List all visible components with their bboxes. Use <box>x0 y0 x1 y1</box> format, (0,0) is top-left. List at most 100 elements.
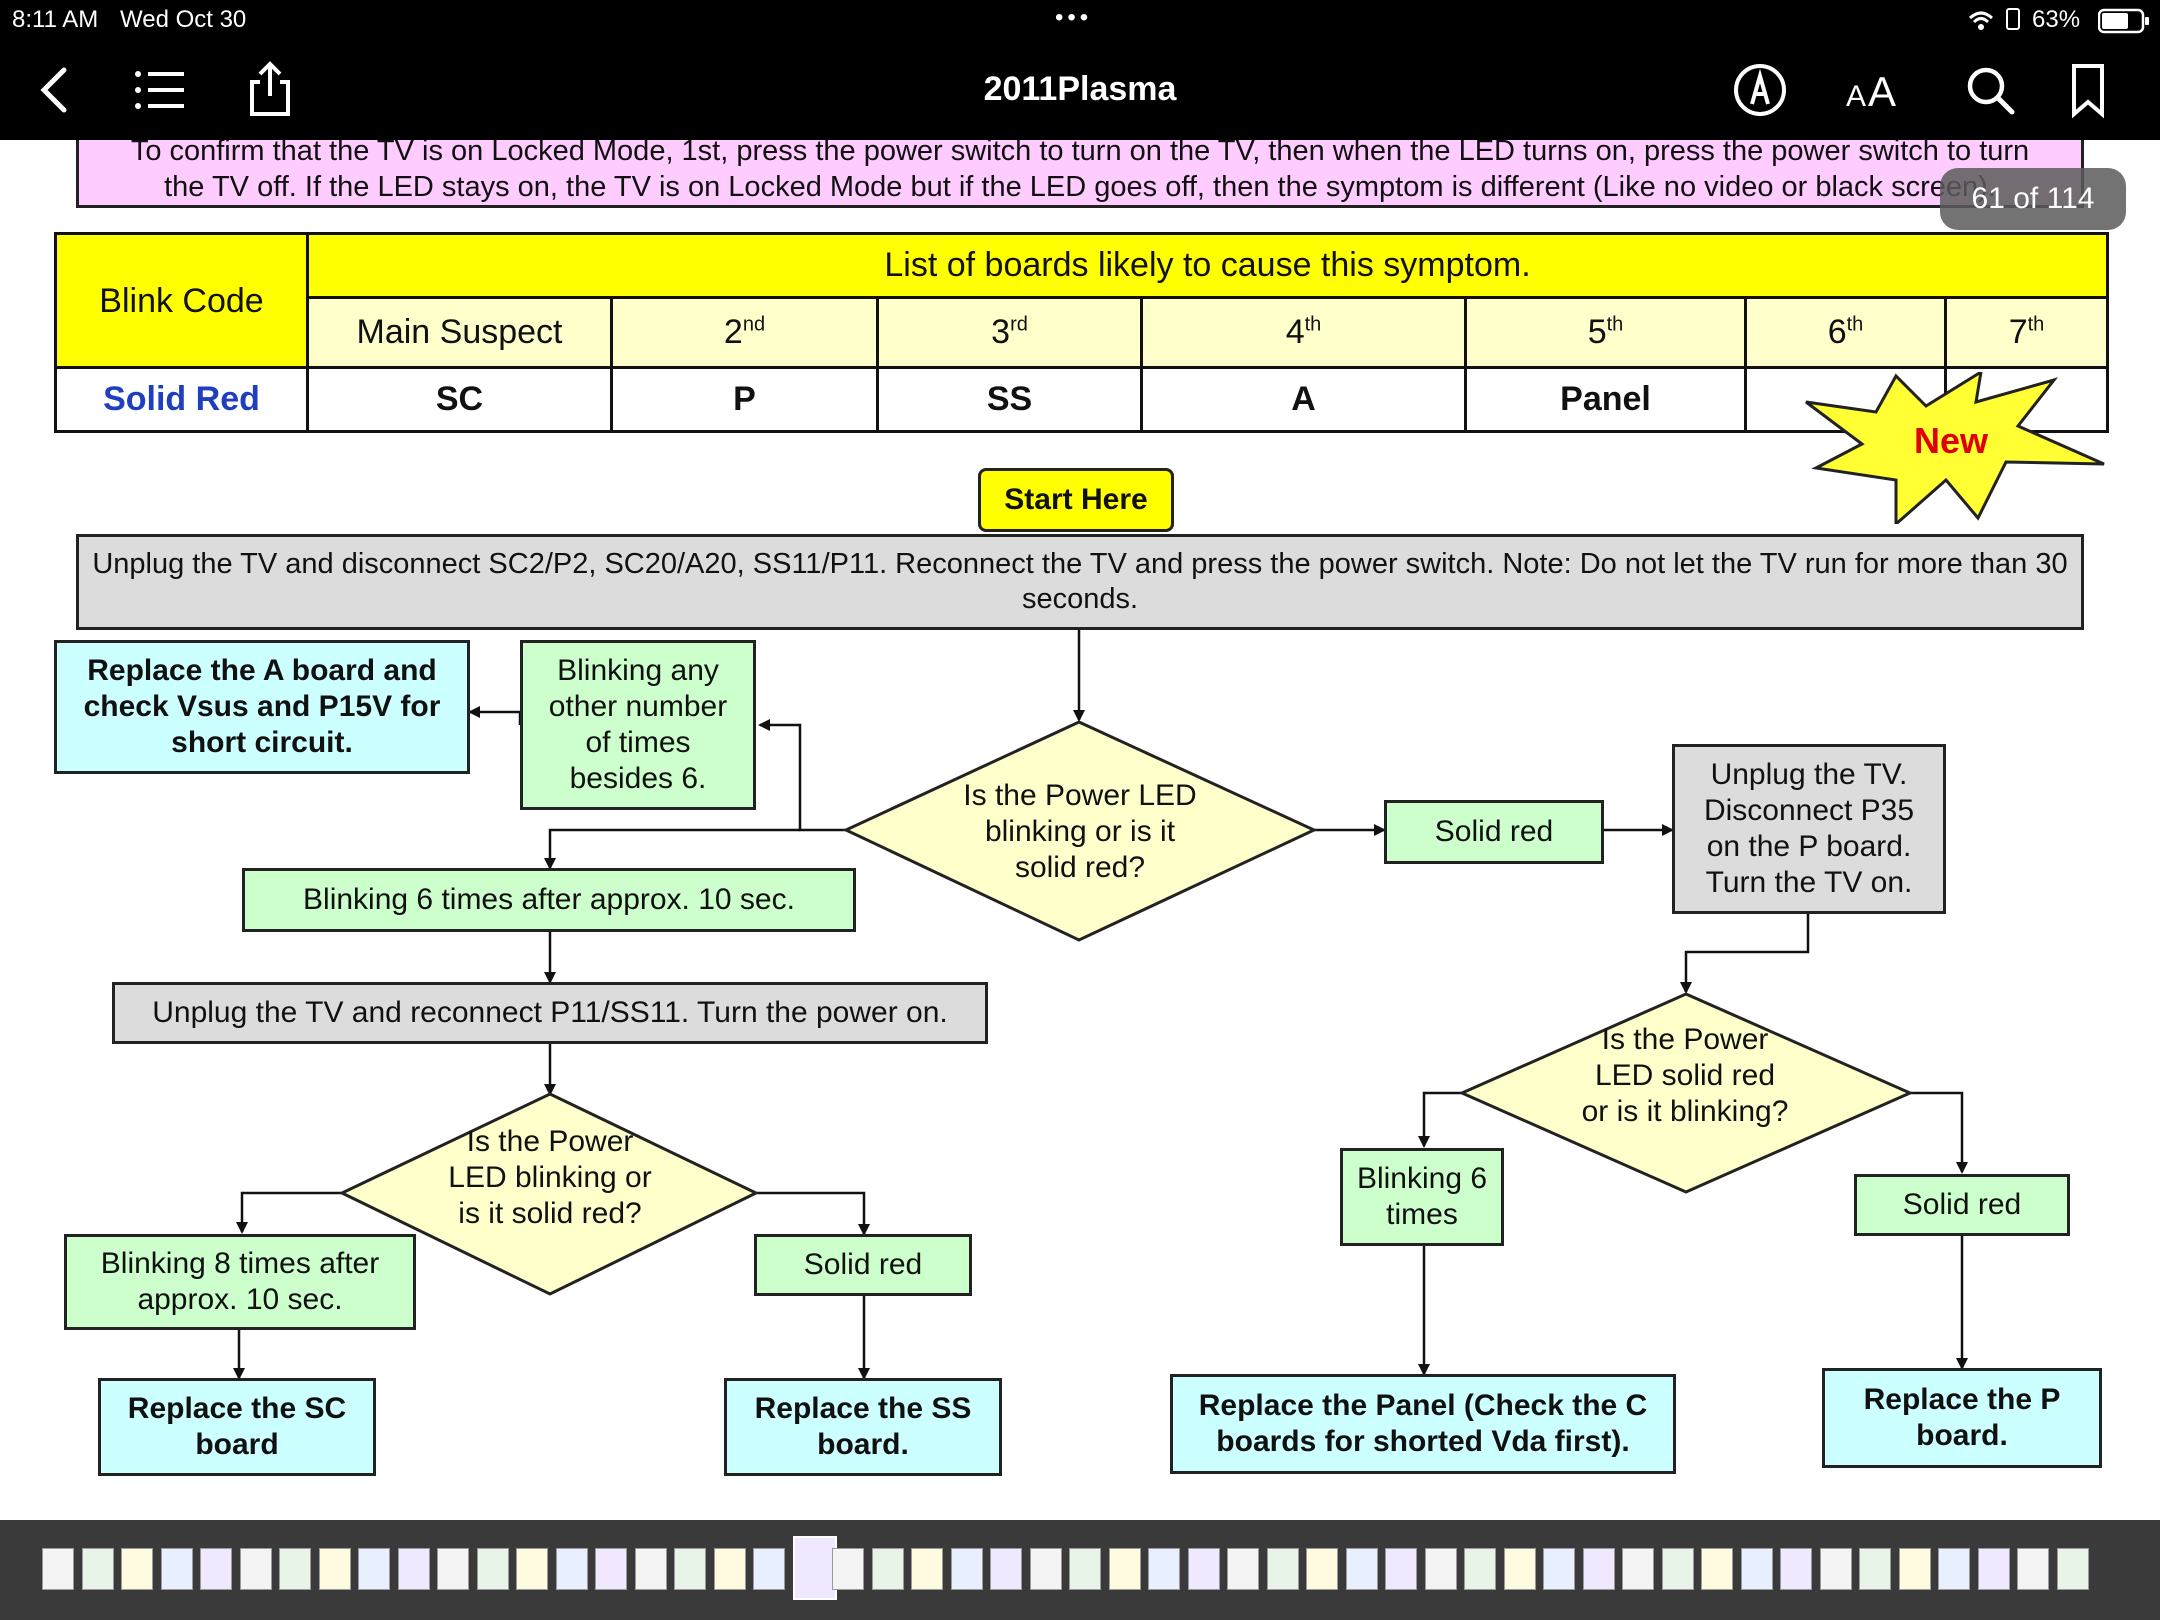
page-thumbnail[interactable] <box>1543 1548 1575 1590</box>
page-thumbnail[interactable] <box>1938 1548 1970 1590</box>
page-thumbnail[interactable] <box>240 1548 272 1590</box>
page-thumbnail[interactable] <box>1385 1548 1417 1590</box>
symptom-table: Blink Code List of boards likely to caus… <box>54 232 2110 433</box>
locked-mode-note-line2: the TV off. If the LED stays on, the TV … <box>164 171 1996 203</box>
multitask-dots-icon[interactable]: ••• <box>1055 4 1093 31</box>
svg-text:A: A <box>1846 80 1866 113</box>
page-thumbnail[interactable] <box>872 1548 904 1590</box>
page-thumbnail[interactable] <box>1109 1548 1141 1590</box>
status-date: Wed Oct 30 <box>120 6 247 33</box>
col-main-suspect: Main Suspect <box>306 296 613 369</box>
page-thumbnail[interactable] <box>1780 1548 1812 1590</box>
page-thumbnail[interactable] <box>1662 1548 1694 1590</box>
replace-a-board-box: Replace the A board and check Vsus and P… <box>54 640 470 774</box>
list-icon[interactable] <box>128 58 192 122</box>
page-thumbnail[interactable] <box>2017 1548 2049 1590</box>
page-thumbnail[interactable] <box>319 1548 351 1590</box>
page-thumbnail[interactable] <box>1227 1548 1259 1590</box>
step1-box: Unplug the TV and disconnect SC2/P2, SC2… <box>76 534 2084 630</box>
page-thumbnail[interactable] <box>1346 1548 1378 1590</box>
document-title: 2011Plasma <box>983 70 1177 108</box>
page-thumbnail[interactable] <box>1504 1548 1536 1590</box>
page-thumbnail[interactable] <box>714 1548 746 1590</box>
status-time: 8:11 AM <box>12 6 99 33</box>
page-thumbnail[interactable] <box>1425 1548 1457 1590</box>
page-thumbnail[interactable] <box>951 1548 983 1590</box>
start-here-label: Start Here <box>978 468 1174 532</box>
cell-2nd: P <box>610 366 879 433</box>
share-icon[interactable] <box>238 58 302 122</box>
col-4th: 4th <box>1140 296 1467 369</box>
solid-red-box-3: Solid red <box>1854 1174 2070 1236</box>
page-thumbnail[interactable] <box>516 1548 548 1590</box>
page-thumbnail[interactable] <box>1978 1548 2010 1590</box>
page-thumbnail[interactable] <box>82 1548 114 1590</box>
blinking-other-box: Blinking any other number of times besid… <box>520 640 756 810</box>
page-thumbnail[interactable] <box>1306 1548 1338 1590</box>
page-thumbnail[interactable] <box>200 1548 232 1590</box>
page-thumbnail[interactable] <box>1030 1548 1062 1590</box>
page-thumbnail[interactable] <box>753 1548 785 1590</box>
flowchart-connectors <box>233 630 1968 1380</box>
page-thumbnail[interactable] <box>1701 1548 1733 1590</box>
blinking-6-times-box: Blinking 6 times <box>1340 1148 1504 1246</box>
orientation-lock-icon <box>2006 8 2020 30</box>
page-thumbnail[interactable] <box>42 1548 74 1590</box>
replace-panel-box: Replace the Panel (Check the C boards fo… <box>1170 1374 1676 1474</box>
col-7th: 7th <box>1943 296 2110 369</box>
page-thumbnail[interactable] <box>990 1548 1022 1590</box>
page-thumbnail[interactable] <box>595 1548 627 1590</box>
page-thumbnail[interactable] <box>911 1548 943 1590</box>
new-starburst-icon <box>1805 372 2105 524</box>
page-thumbnail[interactable] <box>358 1548 390 1590</box>
page-thumbnail[interactable] <box>161 1548 193 1590</box>
cell-4th: A <box>1140 366 1467 433</box>
battery-icon <box>2098 8 2149 34</box>
page-thumbnail[interactable] <box>477 1548 509 1590</box>
unplug-p35-box: Unplug the TV. Disconnect P35 on the P b… <box>1672 744 1946 914</box>
page-thumbnail[interactable] <box>1464 1548 1496 1590</box>
page-thumbnail[interactable] <box>398 1548 430 1590</box>
col-5th: 5th <box>1464 296 1747 369</box>
page-thumbnail[interactable] <box>635 1548 667 1590</box>
search-icon[interactable] <box>1958 58 2022 122</box>
battery-percent: 63% <box>2032 6 2081 33</box>
page-thumbnail[interactable] <box>2057 1548 2089 1590</box>
svg-text:A: A <box>1868 68 1896 115</box>
nav-bar: 2011Plasma A A <box>0 40 2160 140</box>
cell-main-suspect: SC <box>306 366 613 433</box>
solid-red-box-2: Solid red <box>754 1234 972 1296</box>
page-thumbnail[interactable] <box>437 1548 469 1590</box>
page-thumbnail[interactable] <box>1148 1548 1180 1590</box>
page-thumbnail[interactable] <box>1267 1548 1299 1590</box>
back-chevron-icon[interactable] <box>22 58 86 122</box>
row-label-solid-red: Solid Red <box>54 366 309 433</box>
page-thumbnail[interactable] <box>832 1548 864 1590</box>
page-thumbnail[interactable] <box>1820 1548 1852 1590</box>
page-thumbnail[interactable] <box>1583 1548 1615 1590</box>
page-thumbnail[interactable] <box>1188 1548 1220 1590</box>
page-thumbnail-strip[interactable] <box>0 1520 2160 1620</box>
blink-code-header: Blink Code <box>54 232 309 369</box>
page-thumbnail[interactable] <box>1622 1548 1654 1590</box>
bookmark-icon[interactable] <box>2056 58 2120 122</box>
page-thumbnail[interactable] <box>1069 1548 1101 1590</box>
page-thumbnail[interactable] <box>1741 1548 1773 1590</box>
solid-red-box-1: Solid red <box>1384 800 1604 864</box>
page-thumbnail[interactable] <box>279 1548 311 1590</box>
markup-icon[interactable] <box>1728 58 1792 122</box>
status-bar: 8:11 AM Wed Oct 30 ••• 63% <box>0 0 2160 40</box>
page-thumbnail[interactable] <box>1899 1548 1931 1590</box>
page-thumbnail[interactable] <box>556 1548 588 1590</box>
replace-sc-board-box: Replace the SC board <box>98 1378 376 1476</box>
page-thumbnail[interactable] <box>793 1536 837 1600</box>
page-thumbnail[interactable] <box>1859 1548 1891 1590</box>
col-3rd: 3rd <box>876 296 1143 369</box>
text-size-icon[interactable]: A A <box>1842 58 1906 122</box>
reconnect-p11-box: Unplug the TV and reconnect P11/SS11. Tu… <box>112 982 988 1044</box>
decision-power-led-1: Is the Power LED blinking or is it solid… <box>963 779 1197 884</box>
decision-power-led-3: Is the Power LED solid red or is it blin… <box>1581 1023 1789 1128</box>
page-thumbnail[interactable] <box>674 1548 706 1590</box>
locked-mode-note-line1: To confirm that the TV is on Locked Mode… <box>130 140 2030 167</box>
page-thumbnail[interactable] <box>121 1548 153 1590</box>
